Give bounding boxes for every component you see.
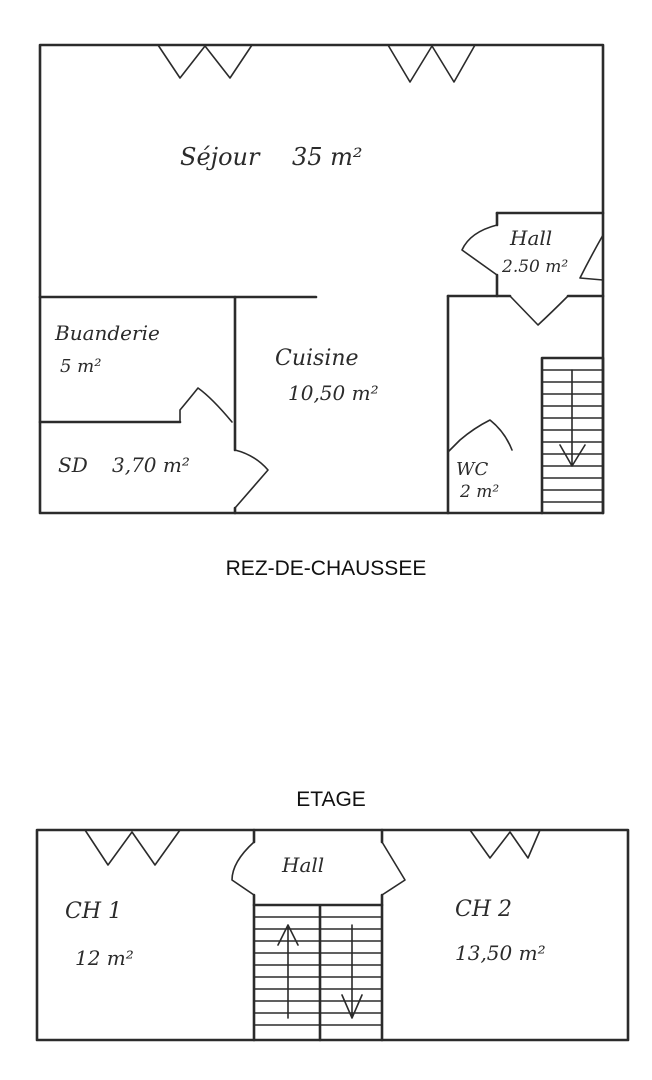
room-name-sejour: Séjour [180, 143, 261, 171]
stair-ground-down-arrow [559, 369, 586, 467]
ground-floor-title: REZ-DE-CHAUSSEE [226, 557, 427, 580]
door-hall-left [461, 224, 498, 276]
window-sejour-left [157, 44, 253, 79]
window-ch2 [469, 829, 541, 859]
door-buanderie [179, 387, 233, 423]
room-area-ch2: 13,50 m² [455, 941, 546, 965]
upper-floor-title: ETAGE [296, 788, 366, 811]
room-area-ch1: 12 m² [75, 946, 134, 970]
door-sd [234, 449, 269, 509]
stair-upper-treads [253, 916, 383, 1026]
room-name-hall: Hall [509, 226, 552, 250]
window-ch1 [84, 829, 181, 866]
room-area-sd: 3,70 m² [112, 453, 190, 477]
door-hall-right [579, 234, 604, 281]
door-hall-bottom [509, 295, 569, 326]
room-name-sd: SD [58, 453, 88, 477]
room-name-wc: WC [456, 459, 489, 480]
room-area-cuisine: 10,50 m² [288, 381, 379, 405]
ground-floor-plan: Séjour 35 m² Hall 2.50 m² Buanderie 5 m²… [38, 43, 605, 515]
room-area-wc: 2 m² [459, 482, 499, 502]
stair-upper-up-arrow [277, 924, 299, 1019]
stair-upper-outline [252, 903, 384, 1042]
room-area-buanderie: 5 m² [60, 356, 101, 377]
ground-floor-outer-wall [38, 43, 605, 515]
room-area-hall: 2.50 m² [501, 257, 568, 277]
room-name-upper-hall: Hall [281, 853, 324, 877]
upper-floor-plan: CH 1 12 m² Hall CH 2 13,50 m² [35, 828, 630, 1042]
room-name-cuisine: Cuisine [275, 346, 359, 371]
window-sejour-right [387, 44, 476, 83]
door-upper-hall-right [381, 841, 406, 896]
upper-floor-outer-wall [35, 828, 630, 1042]
door-wc [447, 419, 513, 453]
stair-ground-outline [540, 356, 605, 515]
door-upper-hall-left [231, 841, 255, 896]
room-area-sejour: 35 m² [292, 143, 363, 171]
stair-upper-down-arrow [341, 924, 363, 1019]
room-name-buanderie: Buanderie [54, 321, 160, 345]
room-name-ch2: CH 2 [455, 897, 512, 922]
room-name-ch1: CH 1 [65, 899, 122, 924]
